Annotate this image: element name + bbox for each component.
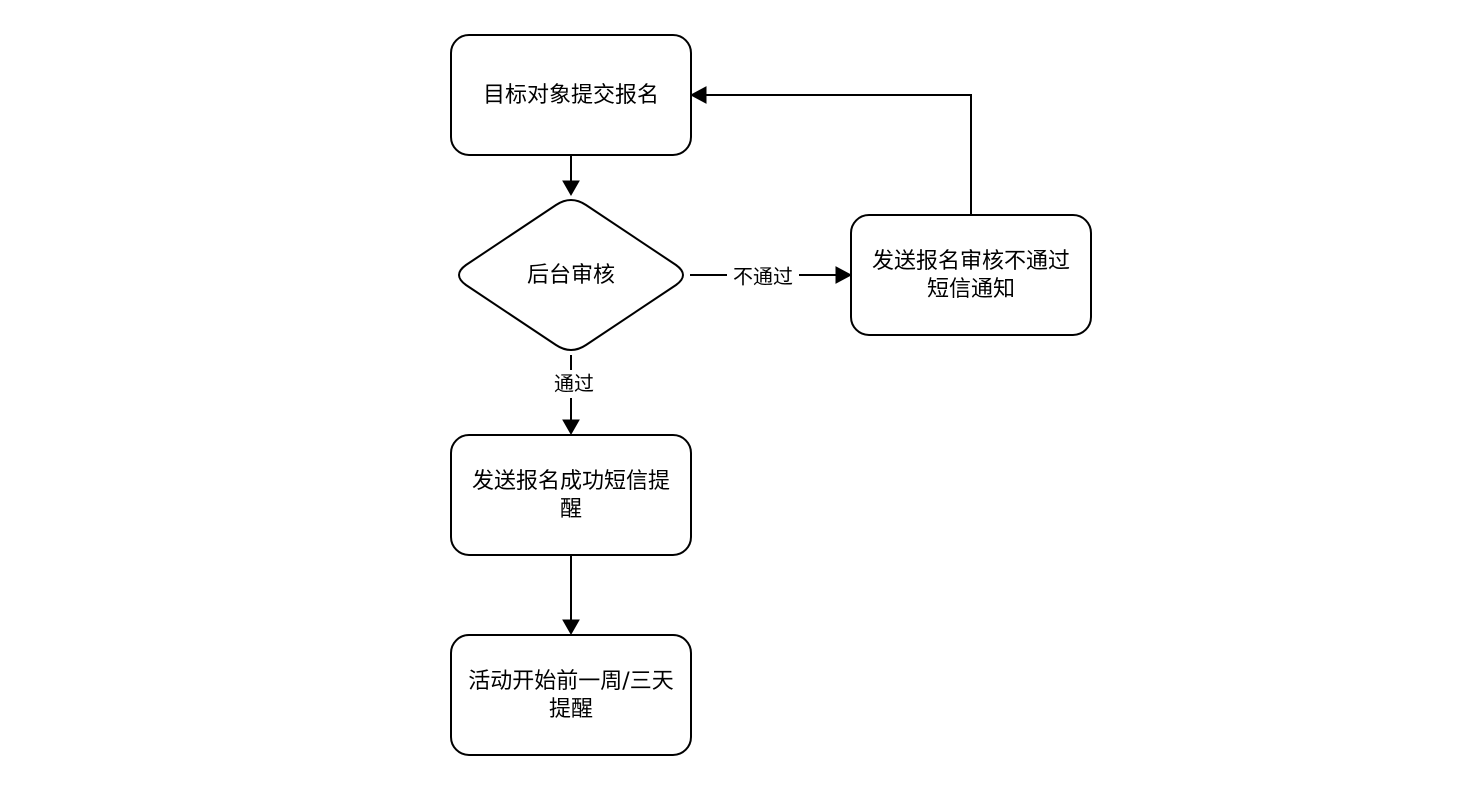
node-activity-reminder: 活动开始前一周/三天 提醒 bbox=[450, 634, 692, 756]
node-label: 目标对象提交报名 bbox=[483, 83, 659, 108]
node-submit-registration: 目标对象提交报名 bbox=[450, 34, 692, 156]
edge-label-reject: 不通过 bbox=[733, 265, 793, 289]
node-label: 后台审核 bbox=[527, 263, 615, 288]
edge-submit-to-review bbox=[562, 155, 580, 197]
arrowhead bbox=[689, 86, 707, 104]
node-send-reject-sms: 发送报名审核不通过 短信通知 bbox=[850, 214, 1092, 336]
node-label-line1: 发送报名成功短信提 bbox=[472, 469, 670, 494]
node-send-success-sms: 发送报名成功短信提 醒 bbox=[450, 434, 692, 556]
node-label-line2: 短信通知 bbox=[927, 277, 1015, 302]
node-label-line1: 发送报名审核不通过 bbox=[872, 249, 1070, 274]
arrowhead bbox=[562, 419, 580, 436]
edge-review-to-success: 通过 bbox=[548, 355, 596, 436]
arrowhead bbox=[835, 266, 853, 284]
node-backend-review: 后台审核 bbox=[458, 199, 684, 351]
edge-success-to-reminder bbox=[562, 555, 580, 636]
arrowhead bbox=[562, 619, 580, 636]
edge-label-pass: 通过 bbox=[554, 372, 594, 396]
node-label-line2: 提醒 bbox=[549, 697, 593, 722]
arrowhead bbox=[562, 180, 580, 197]
edge-reject-to-submit bbox=[689, 86, 972, 215]
edge-review-to-reject: 不通过 bbox=[690, 264, 853, 290]
node-label-line1: 活动开始前一周/三天 bbox=[468, 669, 673, 694]
node-label-line2: 醒 bbox=[560, 497, 582, 522]
